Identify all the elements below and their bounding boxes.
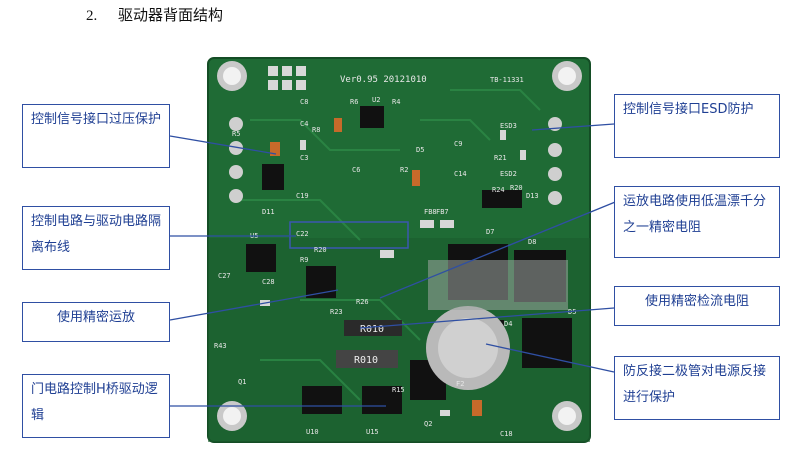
svg-text:C3: C3 — [300, 154, 308, 162]
svg-text:C14: C14 — [454, 170, 467, 178]
svg-text:C8: C8 — [300, 98, 308, 106]
svg-text:FB7: FB7 — [436, 208, 449, 216]
svg-text:R4: R4 — [392, 98, 400, 106]
callout-esd-text: 控制信号接口ESD防护 — [623, 102, 754, 117]
svg-text:R20: R20 — [314, 246, 327, 254]
svg-text:F2: F2 — [456, 380, 464, 388]
svg-text:ESD2: ESD2 — [500, 170, 517, 178]
svg-text:R24: R24 — [492, 186, 505, 194]
svg-text:Q2: Q2 — [424, 420, 432, 428]
callout-reverse-protection-text: 防反接二极管对电源反接进行保护 — [623, 364, 767, 405]
svg-text:ESD3: ESD3 — [500, 122, 517, 130]
callout-low-temp-resistor: 运放电路使用低温漂千分之一精密电阻 — [614, 186, 780, 258]
svg-text:U10: U10 — [306, 428, 319, 436]
resistor-mark-1: R010 — [360, 324, 384, 335]
svg-text:R8: R8 — [312, 126, 320, 134]
svg-text:Q1: Q1 — [238, 378, 246, 386]
svg-text:C9: C9 — [454, 140, 462, 148]
svg-text:D8: D8 — [528, 238, 536, 246]
svg-text:R15: R15 — [392, 386, 405, 394]
resistor-mark-2: R010 — [354, 355, 378, 366]
svg-text:FB8: FB8 — [424, 208, 437, 216]
svg-text:C4: C4 — [300, 120, 308, 128]
callout-sense-resistor: 使用精密检流电阻 — [614, 286, 780, 326]
svg-text:R9: R9 — [300, 256, 308, 264]
svg-text:D11: D11 — [262, 208, 275, 216]
callout-precision-opamp-text: 使用精密运放 — [56, 310, 135, 325]
svg-text:C22: C22 — [296, 230, 309, 238]
callout-reverse-protection: 防反接二极管对电源反接进行保护 — [614, 356, 780, 420]
svg-text:C6: C6 — [352, 166, 360, 174]
svg-text:C19: C19 — [296, 192, 309, 200]
section-number: 2. — [86, 8, 98, 24]
svg-text:D7: D7 — [486, 228, 494, 236]
svg-text:U2: U2 — [372, 96, 380, 104]
code-label: TB-11331 — [490, 76, 524, 84]
callout-isolation: 控制电路与驱动电路隔离布线 — [22, 206, 170, 270]
callout-isolation-text: 控制电路与驱动电路隔离布线 — [31, 214, 162, 255]
callout-hbridge-logic-text: 门电路控制H桥驱动逻辑 — [31, 382, 158, 423]
leader-lines — [169, 123, 626, 407]
svg-text:R21: R21 — [494, 154, 507, 162]
svg-text:R2: R2 — [400, 166, 408, 174]
svg-text:C28: C28 — [262, 278, 275, 286]
svg-text:D4: D4 — [504, 320, 512, 328]
mounting-holes — [217, 61, 582, 431]
svg-text:R6: R6 — [350, 98, 358, 106]
svg-text:U15: U15 — [366, 428, 379, 436]
callout-sense-resistor-text: 使用精密检流电阻 — [644, 294, 749, 309]
svg-text:D5: D5 — [416, 146, 424, 154]
callout-esd: 控制信号接口ESD防护 — [614, 94, 780, 158]
svg-text:R5: R5 — [232, 130, 240, 138]
section-heading: 2. 驱动器背面结构 — [86, 4, 223, 25]
svg-text:R23: R23 — [330, 308, 343, 316]
svg-text:D5: D5 — [568, 308, 576, 316]
callout-hbridge-logic: 门电路控制H桥驱动逻辑 — [22, 374, 170, 438]
callout-low-temp-resistor-text: 运放电路使用低温漂千分之一精密电阻 — [623, 194, 767, 235]
callout-overvoltage-text: 控制信号接口过压保护 — [31, 112, 162, 127]
callout-overvoltage: 控制信号接口过压保护 — [22, 104, 170, 168]
svg-text:D13: D13 — [526, 192, 539, 200]
callout-precision-opamp: 使用精密运放 — [22, 302, 170, 342]
version-label: Ver0.95 20121010 — [340, 75, 427, 85]
svg-text:R26: R26 — [356, 298, 369, 306]
svg-text:C18: C18 — [500, 430, 513, 438]
section-title: 驱动器背面结构 — [118, 6, 224, 24]
svg-text:R20: R20 — [510, 184, 523, 192]
svg-text:C27: C27 — [218, 272, 231, 280]
svg-text:R43: R43 — [214, 342, 227, 350]
